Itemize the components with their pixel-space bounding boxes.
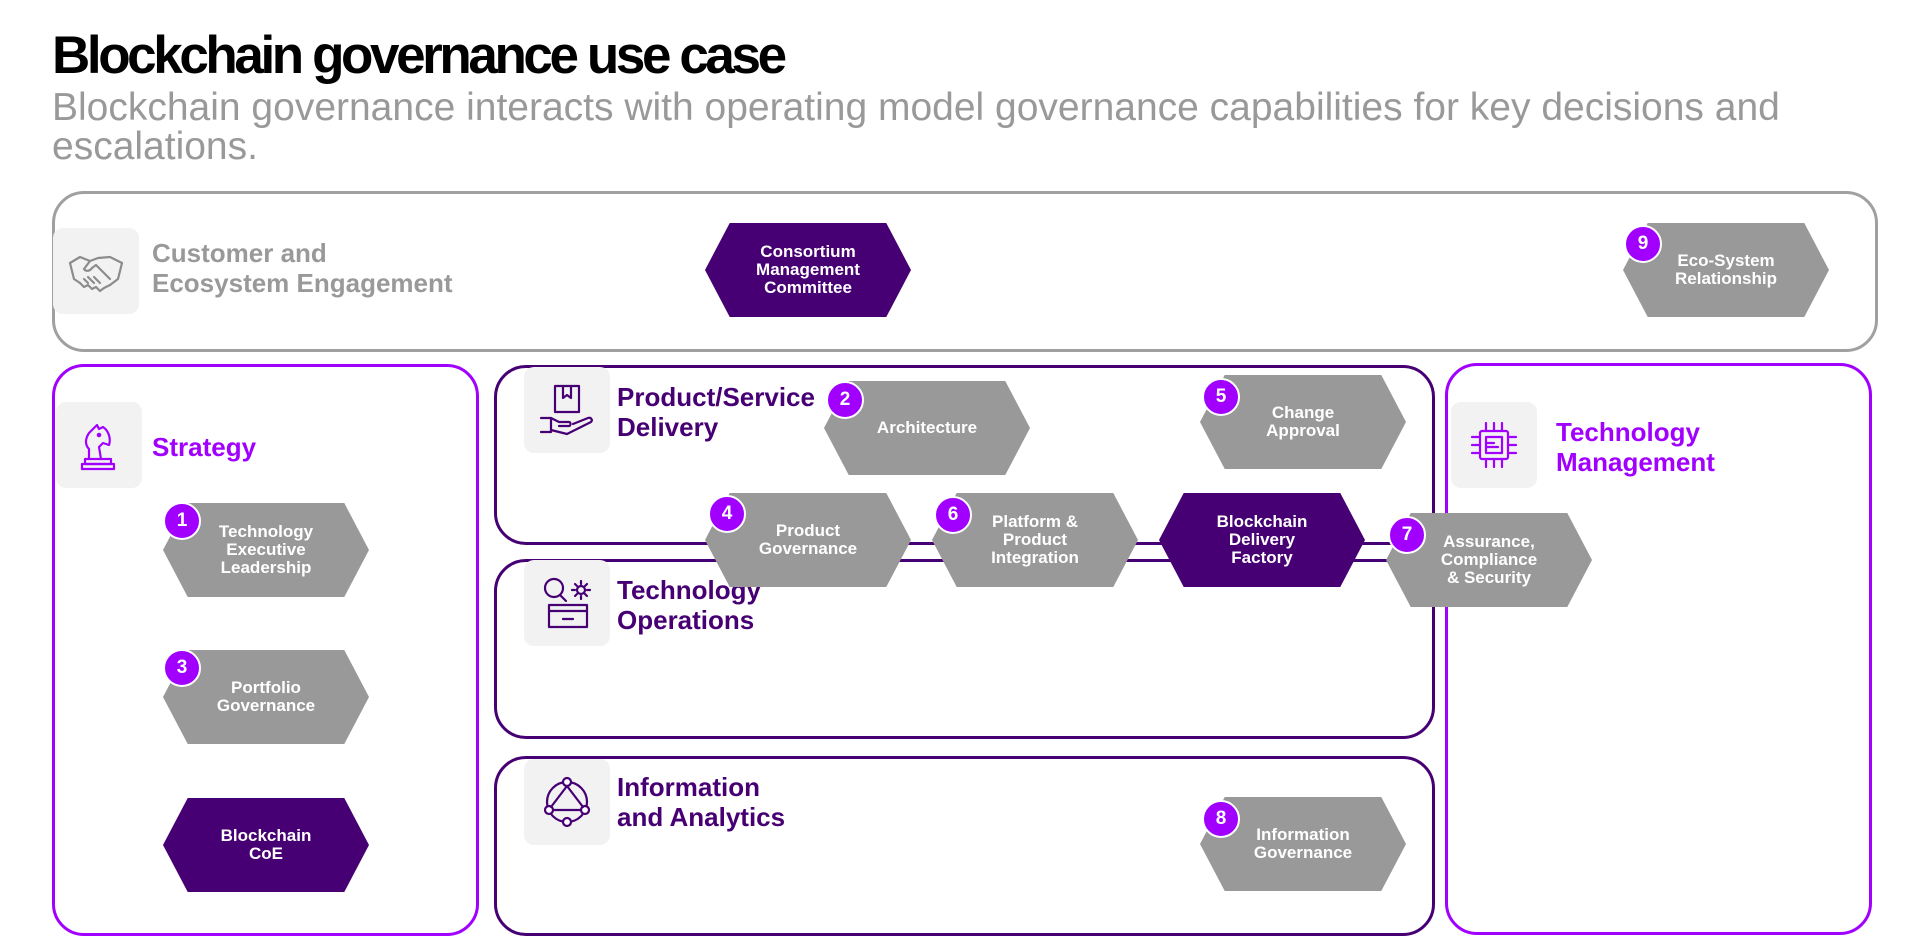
customer-ecosystem-box (52, 191, 1878, 352)
handshake-icon (68, 255, 124, 293)
consortium-management-node: Consortium Management Committee (705, 223, 911, 317)
step-badge-4: 4 (708, 495, 746, 533)
step-badge-7: 7 (1388, 516, 1426, 554)
customer-icon-tile (53, 228, 139, 314)
network-icon (543, 776, 591, 828)
product-delivery-area-label: Product/Service Delivery (617, 382, 815, 442)
tech-management-area-label: Technology Management (1556, 417, 1715, 477)
hand-box-icon (539, 384, 593, 436)
step-badge-9: 9 (1624, 225, 1662, 263)
strategy-icon-tile (56, 402, 142, 488)
info-analytics-area-label: Information and Analytics (617, 772, 786, 832)
step-badge-1: 1 (163, 502, 201, 540)
tech-operations-icon-tile (524, 560, 610, 646)
info-analytics-icon-tile (524, 759, 610, 845)
portfolio-governance-node: Portfolio Governance (163, 650, 369, 744)
tech-management-icon-tile (1451, 402, 1537, 488)
page-subtitle: Blockchain governance interacts with ope… (52, 86, 1780, 168)
search-gear-icon (543, 577, 592, 629)
strategy-area-label: Strategy (152, 432, 257, 462)
step-badge-5: 5 (1202, 378, 1240, 416)
customer-area-label: Customer and Ecosystem Engagement (152, 238, 453, 298)
page-title: Blockchain governance use case (52, 26, 787, 85)
product-delivery-icon-tile (524, 367, 610, 453)
blockchain-delivery-factory-node: Blockchain Delivery Factory (1159, 493, 1365, 587)
blockchain-coe-node: Blockchain CoE (163, 798, 369, 892)
platform-product-integration-node: Platform & Product Integration (932, 493, 1138, 587)
step-badge-2: 2 (826, 381, 864, 419)
step-badge-3: 3 (163, 649, 201, 687)
assurance-compliance-security-node: Assurance, Compliance & Security (1386, 513, 1592, 607)
step-badge-6: 6 (934, 496, 972, 534)
tech-operations-area-label: Technology Operations (617, 575, 761, 635)
chip-icon (1470, 421, 1518, 469)
chess-knight-icon (80, 423, 116, 471)
step-badge-8: 8 (1202, 800, 1240, 838)
